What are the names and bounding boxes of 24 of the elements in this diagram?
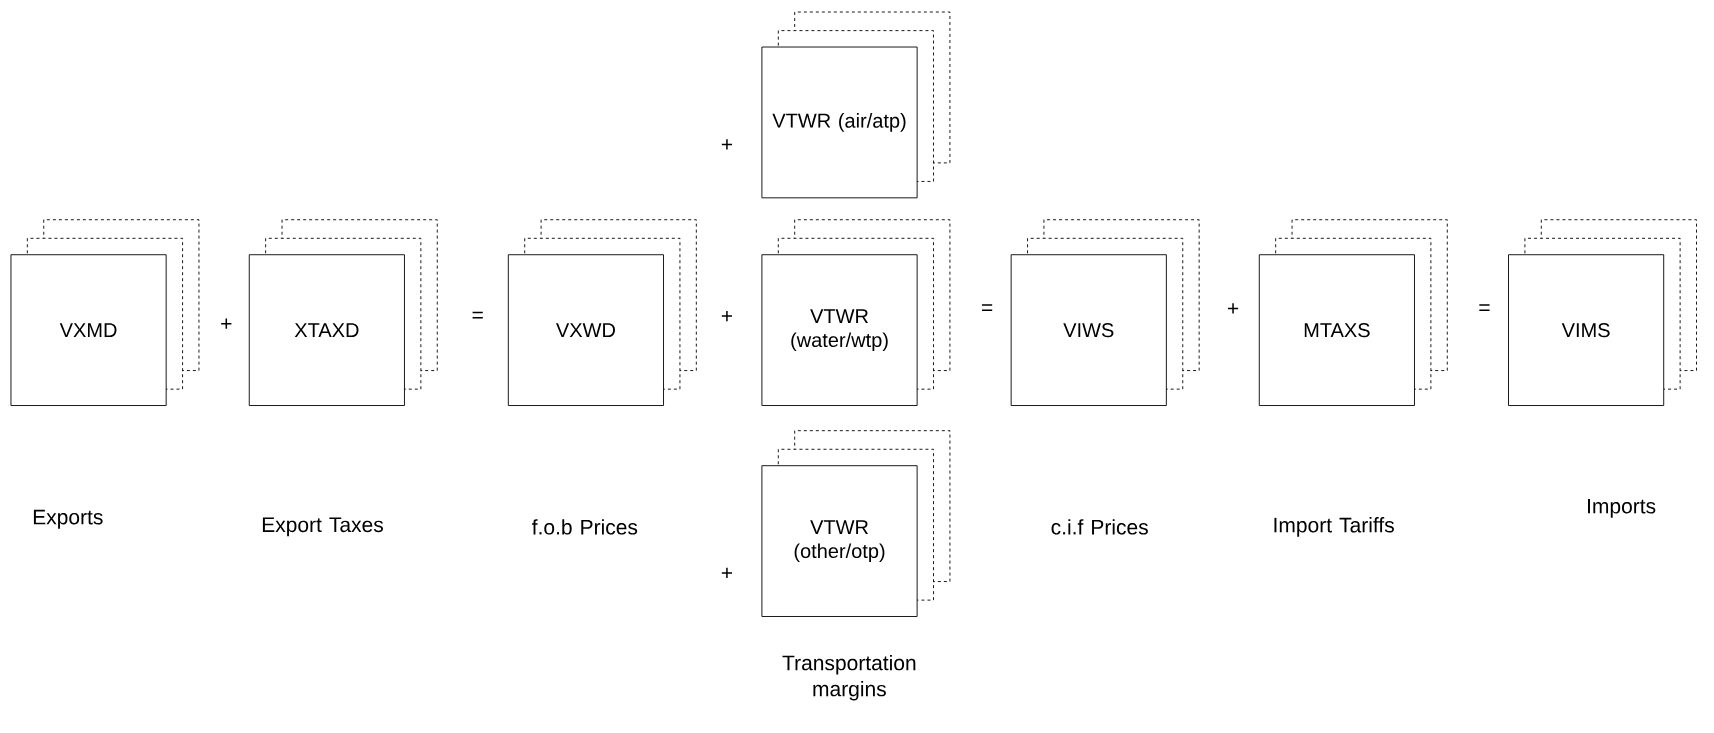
stacked-box: VXMD xyxy=(10,219,200,406)
stacked-box: VIWS xyxy=(1010,219,1200,406)
operator-sign: + xyxy=(721,139,733,150)
stacked-box: VTWR (water/wtp) xyxy=(761,219,951,406)
group-caption: Export Taxes xyxy=(262,517,383,537)
stacked-box: VTWR (other/otp) xyxy=(761,430,951,617)
stacked-box: VIMS xyxy=(1508,219,1697,406)
group-caption: f.o.b Prices xyxy=(532,518,638,535)
operator-sign: + xyxy=(721,567,733,578)
operator-sign: = xyxy=(982,304,993,311)
operator-sign: = xyxy=(472,311,483,319)
group-caption: Import Tariffs xyxy=(1274,516,1394,537)
group-caption: Exports xyxy=(33,509,103,529)
operator-sign: + xyxy=(1227,303,1239,314)
stacked-box: MTAXS xyxy=(1258,219,1448,406)
operator-sign: + xyxy=(221,318,232,329)
group-caption: c.i.f Prices xyxy=(1051,518,1148,535)
group-caption: Transportation margins xyxy=(782,654,916,701)
operator-sign: = xyxy=(1479,304,1490,311)
stacked-box: VXWD xyxy=(507,219,697,406)
stacked-box: XTAXD xyxy=(248,219,438,406)
group-caption: Imports xyxy=(1588,498,1656,518)
operator-sign: + xyxy=(721,310,733,321)
stacked-box: VTWR (air/atp) xyxy=(761,11,951,199)
